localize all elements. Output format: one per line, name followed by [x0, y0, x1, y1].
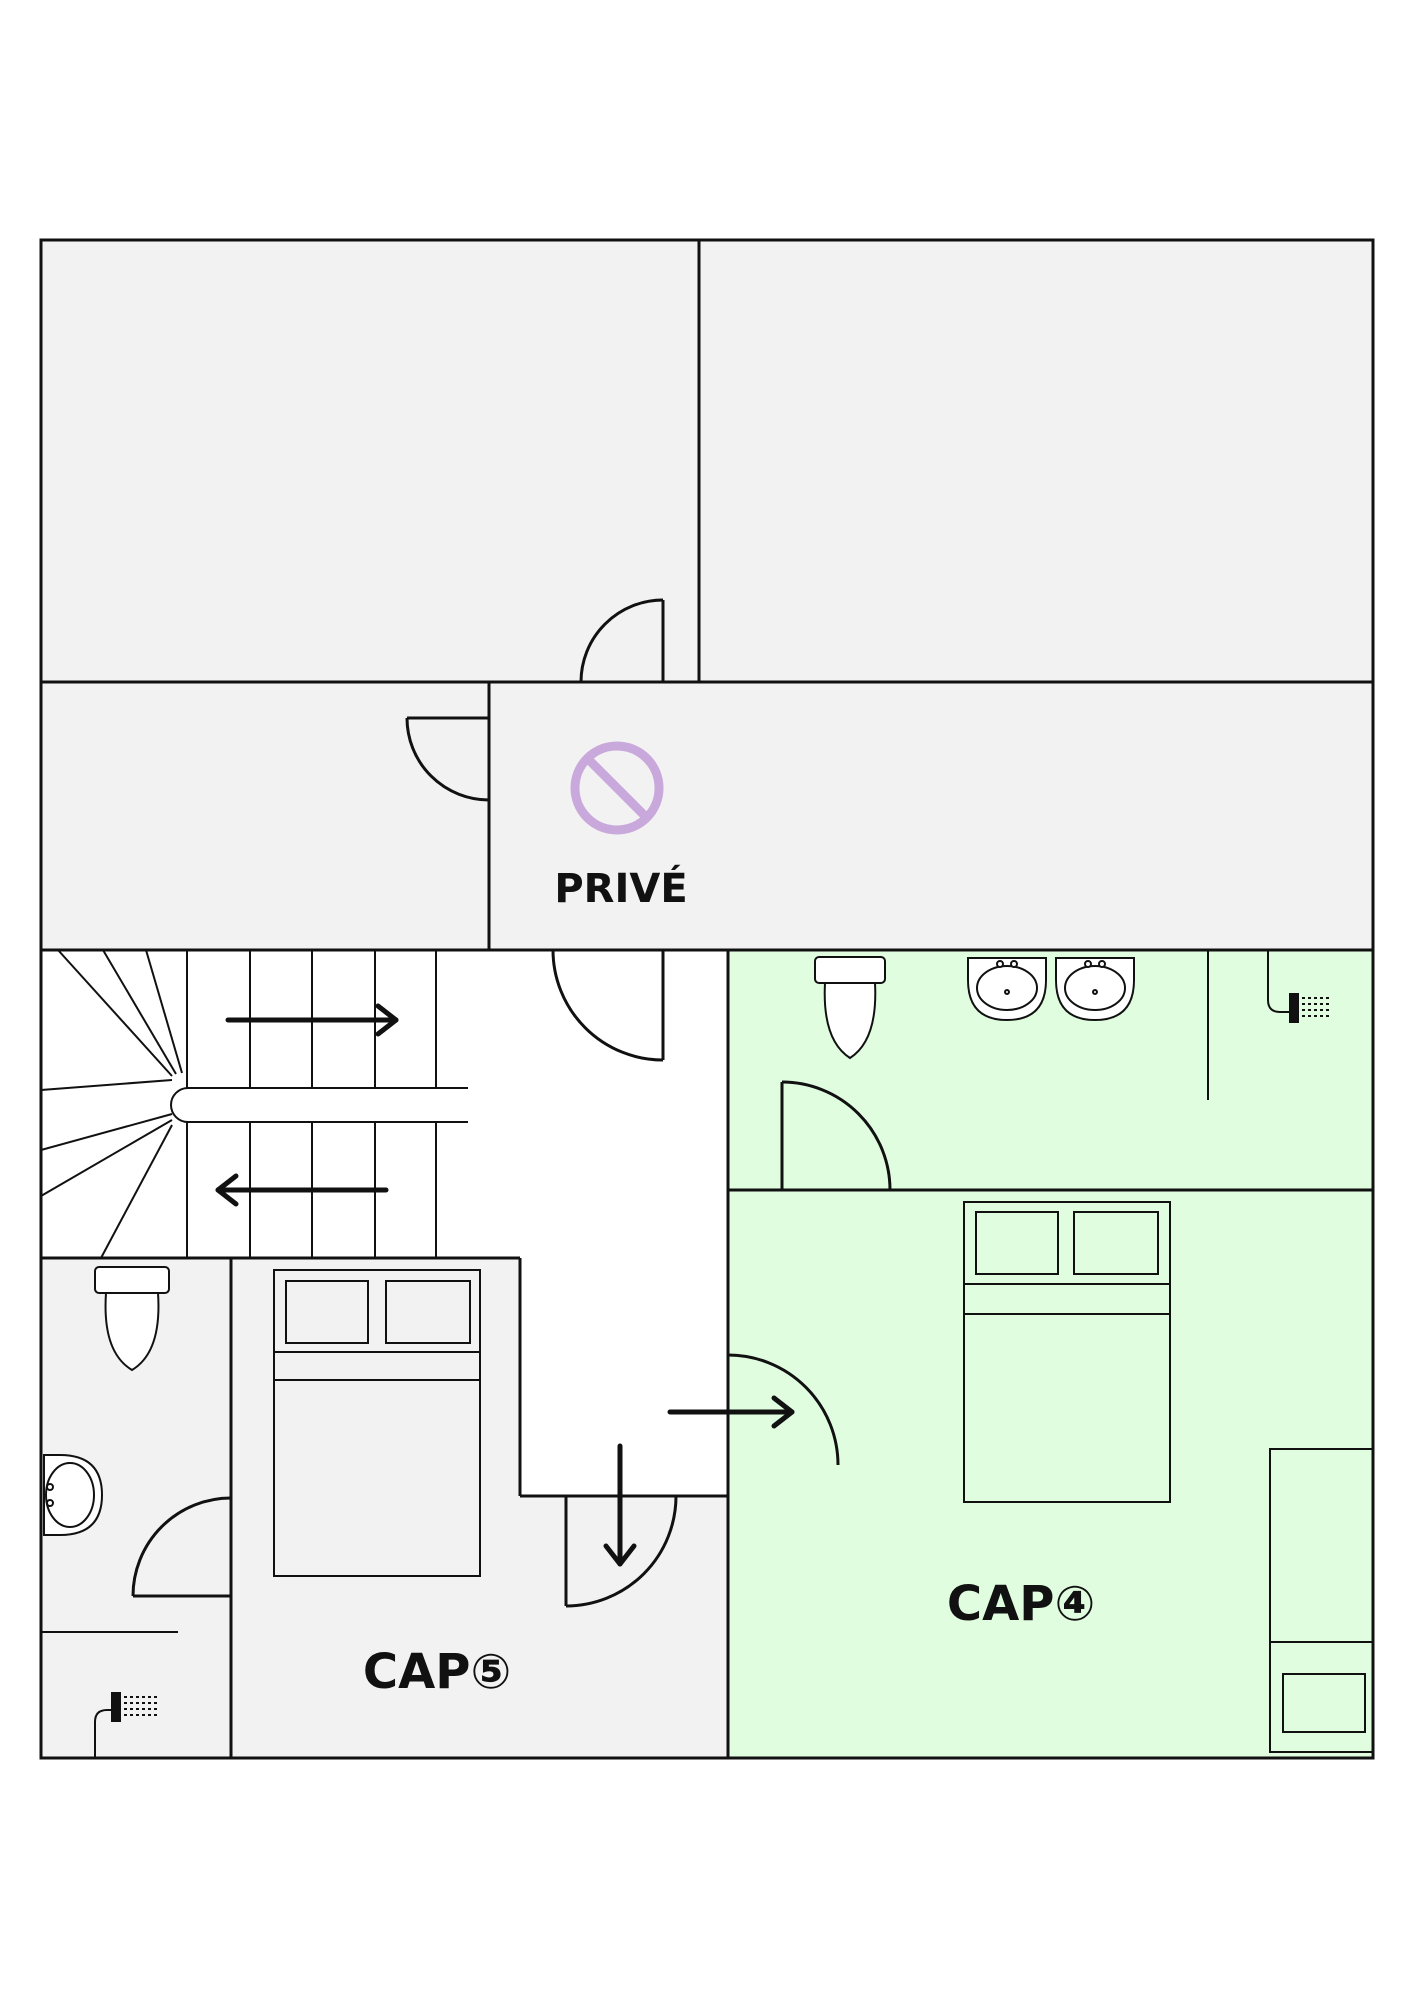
arrow-icon [603, 1443, 637, 1567]
door-icon [131, 1496, 232, 1598]
doors [131, 598, 892, 1608]
private-zone [489, 682, 1373, 950]
shower-icon [1267, 950, 1332, 1023]
door-icon [780, 1080, 892, 1191]
sink-icon [1055, 957, 1135, 1022]
sink-icon [43, 1454, 104, 1536]
single-bed-icon [1269, 1448, 1374, 1753]
toilet-icon [814, 956, 886, 1060]
staircase-icon [40, 949, 468, 1259]
arrow-icon [667, 1395, 795, 1429]
outer-wall [39, 238, 1375, 1760]
double-bed-icon [273, 1269, 481, 1577]
double-sink-icon [967, 957, 1135, 1022]
room-fills [41, 240, 1373, 1758]
room-cap-5-label: CAP⑤ [363, 1644, 511, 1700]
room-top-right [699, 240, 1373, 682]
door-icon [579, 598, 665, 683]
room-top-left [41, 240, 699, 682]
arrow-icon [215, 1173, 389, 1207]
double-bed-icon [963, 1201, 1171, 1503]
room-cap-4 [728, 1190, 1373, 1758]
door-icon [551, 949, 665, 1062]
arrow-icon [225, 1003, 399, 1037]
arrows [215, 1003, 795, 1567]
door-icon [564, 1495, 678, 1608]
no-entry-icon [570, 741, 664, 835]
room-cap-4-label: CAP④ [947, 1576, 1095, 1632]
door-icon [405, 716, 490, 802]
shower-icon [94, 1692, 158, 1758]
private-label: PRIVÉ [554, 864, 687, 912]
room-middle-left [41, 682, 489, 950]
toilet-icon [94, 1266, 170, 1372]
sink-icon [967, 957, 1047, 1022]
walls [39, 238, 1375, 1760]
corridor [520, 1258, 728, 1496]
